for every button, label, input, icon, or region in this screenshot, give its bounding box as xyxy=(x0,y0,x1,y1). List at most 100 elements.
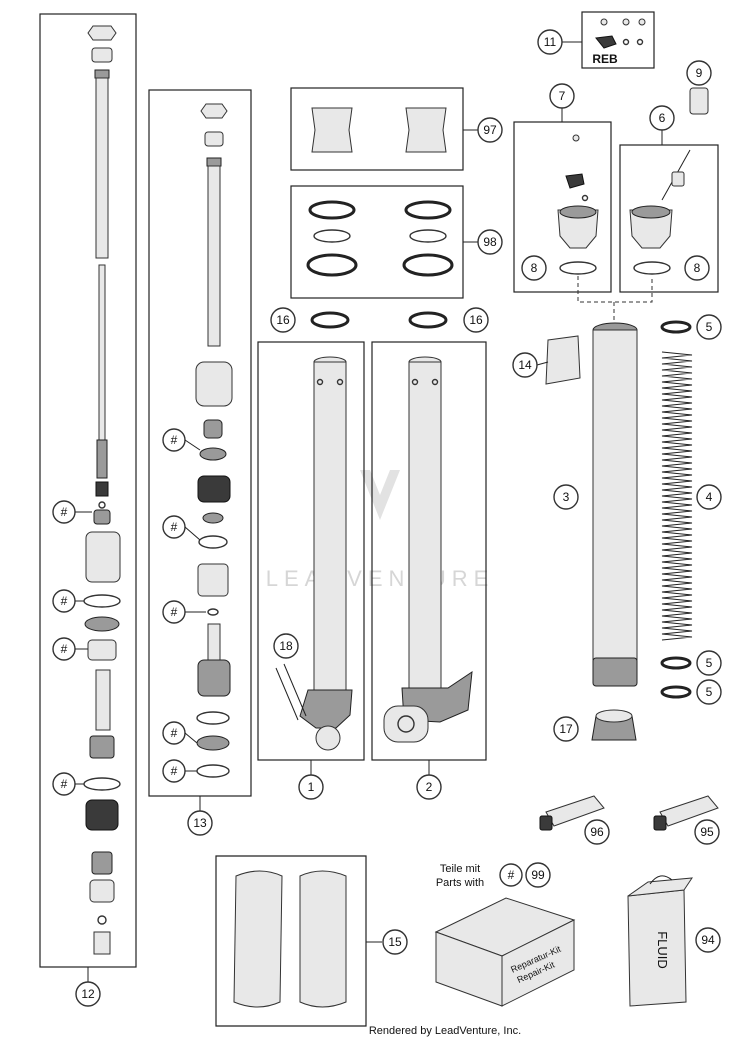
tube-13 xyxy=(207,165,221,347)
callout-hash-12d[interactable]: # xyxy=(52,772,84,796)
inner-tube-3: 3 xyxy=(553,322,638,687)
callout-99[interactable]: 99 xyxy=(525,862,551,888)
svg-text:8: 8 xyxy=(531,261,538,275)
fork-guard-left xyxy=(233,870,283,1008)
piston-13 xyxy=(197,475,231,503)
nut xyxy=(87,25,117,41)
callout-96[interactable]: 96 xyxy=(584,819,610,845)
rings-5: 5 5 5 xyxy=(660,314,722,705)
svg-text:2: 2 xyxy=(426,780,433,794)
callout-94[interactable]: 94 xyxy=(695,927,721,953)
callout-hash-13d[interactable]: # xyxy=(162,721,198,745)
ball xyxy=(98,501,106,509)
adjuster-knob-7 xyxy=(565,173,585,189)
callout-9[interactable]: 9 xyxy=(686,60,712,86)
o-ring-13c xyxy=(196,764,230,778)
tube-96 xyxy=(545,795,605,827)
callout-1[interactable]: 1 xyxy=(298,774,324,800)
callout-95[interactable]: 95 xyxy=(694,819,720,845)
seal-13 xyxy=(199,447,227,461)
reb-knob xyxy=(595,35,617,49)
callout-hash-12a[interactable]: # xyxy=(52,500,92,524)
seal-98a-top xyxy=(308,200,356,220)
svg-text:#: # xyxy=(61,777,68,791)
callout-18[interactable]: 18 xyxy=(273,633,299,659)
svg-text:#: # xyxy=(171,726,178,740)
needle xyxy=(95,669,111,731)
callout-97[interactable]: 97 xyxy=(477,117,503,143)
svg-text:95: 95 xyxy=(700,825,714,839)
callout-14[interactable]: 14 xyxy=(512,352,538,378)
callout-5a[interactable]: 5 xyxy=(696,314,722,340)
callout-8a[interactable]: 8 xyxy=(521,255,547,281)
assembly-1: 18 1 xyxy=(257,341,365,800)
coil-spring xyxy=(661,351,693,641)
callout-16a[interactable]: 16 xyxy=(270,307,296,333)
spacer-13 xyxy=(204,131,224,147)
callout-hash-13b[interactable]: # xyxy=(162,515,201,541)
fork-guard-right xyxy=(299,870,347,1008)
svg-text:#: # xyxy=(61,594,68,608)
svg-text:#: # xyxy=(171,764,178,778)
spacer xyxy=(91,47,113,63)
svg-text:16: 16 xyxy=(469,313,483,327)
callout-13[interactable]: 13 xyxy=(187,810,213,836)
washer xyxy=(84,616,120,632)
callout-11[interactable]: 11 xyxy=(537,29,563,55)
bushing xyxy=(93,509,111,525)
fork-cap-6 xyxy=(629,209,673,249)
callout-2[interactable]: 2 xyxy=(416,774,442,800)
assembly-2: 2 xyxy=(371,341,487,800)
callout-4[interactable]: 4 xyxy=(696,484,722,510)
callout-7[interactable]: 7 xyxy=(549,83,575,109)
valve-cup xyxy=(197,563,229,597)
bottom-cap-17: 17 xyxy=(553,709,637,742)
svg-text:5: 5 xyxy=(706,685,713,699)
callout-98[interactable]: 98 xyxy=(477,229,503,255)
watermark-logo-icon xyxy=(360,470,400,520)
svg-text:96: 96 xyxy=(590,825,604,839)
callout-8b[interactable]: 8 xyxy=(684,255,710,281)
svg-text:97: 97 xyxy=(483,123,497,137)
callout-hash-12c[interactable]: # xyxy=(52,637,88,661)
callout-hash-13a[interactable]: # xyxy=(162,428,201,452)
assembly-97: 97 xyxy=(290,87,503,171)
svg-text:99: 99 xyxy=(531,868,545,882)
tube-95 xyxy=(659,795,719,827)
axle-lug-2 xyxy=(383,705,429,743)
tiny-o-ring xyxy=(207,608,219,616)
callout-hash-12b[interactable]: # xyxy=(52,589,84,613)
svg-text:#: # xyxy=(508,868,515,882)
fluid-can-94: FLUID 94 xyxy=(627,875,721,1007)
callout-15[interactable]: 15 xyxy=(382,929,408,955)
valve-stem xyxy=(207,623,221,661)
piston-rod-tube xyxy=(95,77,109,259)
callout-17[interactable]: 17 xyxy=(553,716,579,742)
spring-stack xyxy=(91,851,113,875)
callout-12[interactable]: 12 xyxy=(75,981,101,1007)
callout-6[interactable]: 6 xyxy=(649,105,675,131)
spring-4: 4 xyxy=(661,351,722,641)
assembly-7: 7 8 xyxy=(513,83,612,293)
o-ring-6 xyxy=(633,261,671,275)
callout-16b[interactable]: 16 xyxy=(463,307,489,333)
callout-hash-kit[interactable]: # xyxy=(499,863,523,887)
callout-3[interactable]: 3 xyxy=(553,484,579,510)
svg-text:15: 15 xyxy=(388,935,402,949)
svg-text:#: # xyxy=(171,605,178,619)
svg-text:98: 98 xyxy=(483,235,497,249)
callout-5c[interactable]: 5 xyxy=(696,679,722,705)
assembly-line-caps xyxy=(577,276,653,303)
svg-text:#: # xyxy=(171,520,178,534)
svg-text:8: 8 xyxy=(694,261,701,275)
callout-hash-13e[interactable]: # xyxy=(162,759,197,783)
callout-hash-13c[interactable]: # xyxy=(162,600,206,624)
assembly-6: 6 8 xyxy=(619,105,719,293)
callout-5b[interactable]: 5 xyxy=(696,650,722,676)
tube-3-bottom xyxy=(592,657,638,687)
axle-bore-1 xyxy=(315,725,341,751)
svg-text:#: # xyxy=(171,433,178,447)
sticker xyxy=(545,335,581,385)
spring-small xyxy=(95,481,109,497)
